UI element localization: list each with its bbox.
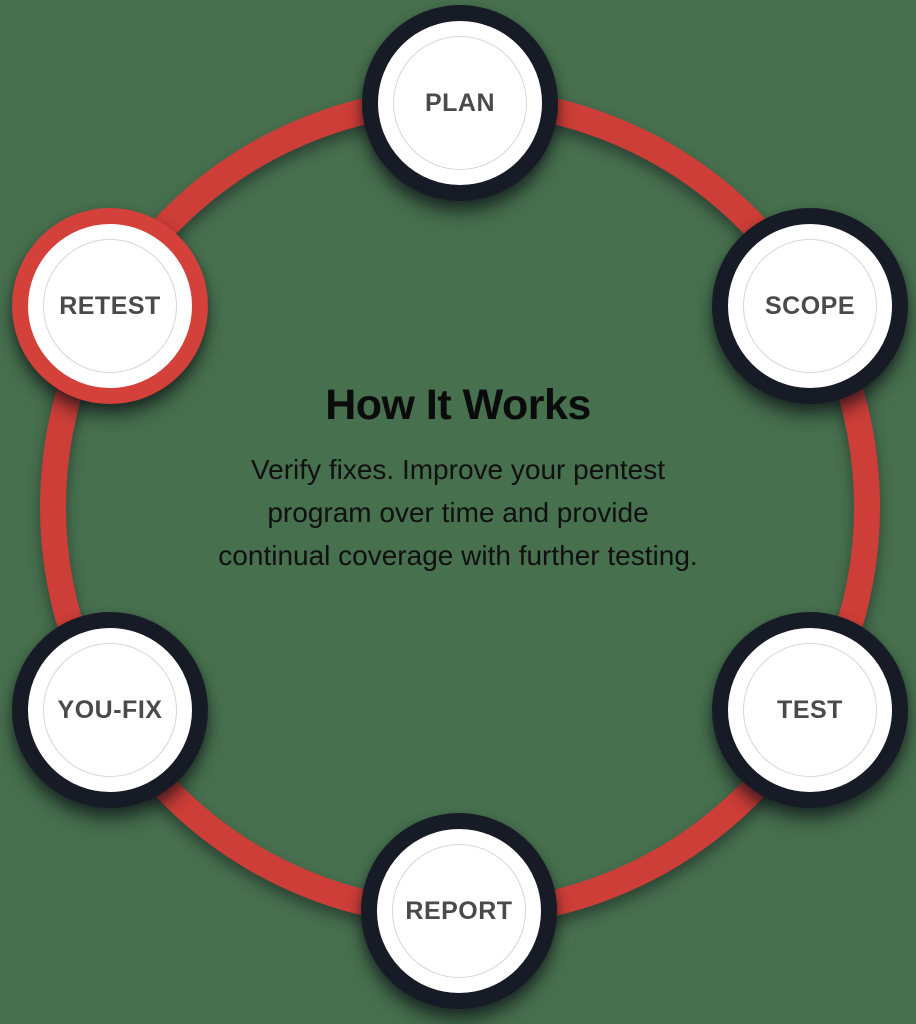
description-line: Verify fixes. Improve your pentest <box>251 454 665 486</box>
step-label: SCOPE <box>764 291 856 320</box>
center-copy: How It Works Verify fixes. Improve your … <box>148 381 768 577</box>
step-label: REPORT <box>405 896 513 925</box>
step-node-plan: PLAN <box>362 5 558 201</box>
page-title: How It Works <box>325 381 591 429</box>
step-node-test: TEST <box>712 612 908 808</box>
step-label: YOU-FIX <box>57 695 163 724</box>
step-node-retest-highlighted: RETEST <box>12 208 208 404</box>
description: Verify fixes. Improve your pentest progr… <box>148 448 768 577</box>
step-node-scope: SCOPE <box>712 208 908 404</box>
description-line: continual coverage with further testing. <box>218 540 698 572</box>
step-label: RETEST <box>59 291 161 320</box>
step-label: TEST <box>777 695 843 724</box>
step-node-report: REPORT <box>361 813 557 1009</box>
step-node-you-fix: YOU-FIX <box>12 612 208 808</box>
step-label: PLAN <box>424 88 496 117</box>
description-line: program over time and provide <box>267 497 649 529</box>
